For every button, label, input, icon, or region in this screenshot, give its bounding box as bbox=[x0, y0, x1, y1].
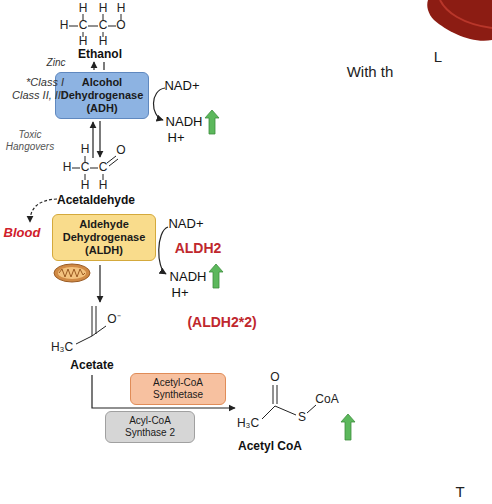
cofactor-label: NADH bbox=[170, 270, 207, 285]
cofactor-label: H+ bbox=[172, 286, 189, 301]
cofactor-arrow bbox=[159, 227, 168, 274]
arrow bbox=[93, 62, 94, 70]
toxicity-note: Toxic Hangovers bbox=[3, 129, 57, 152]
atom-symbol: C bbox=[81, 161, 90, 175]
atom-symbol: O bbox=[116, 19, 125, 33]
increase-arrows bbox=[205, 110, 355, 440]
enzyme-name: Alcohol Dehydrogenase (ADH) bbox=[60, 76, 144, 115]
bond bbox=[109, 159, 118, 166]
mitochondrion-outer bbox=[54, 264, 90, 282]
atom-symbol: H bbox=[79, 2, 88, 16]
acetyl-coa-bonds bbox=[262, 385, 316, 419]
enzyme-class-note: *Class I Class II, III bbox=[0, 76, 64, 101]
arrow bbox=[92, 122, 93, 158]
atom-symbol: CoA bbox=[315, 393, 338, 407]
atom-symbol: H bbox=[117, 2, 126, 16]
acetate-bonds bbox=[76, 306, 106, 344]
enzyme-box: Acetyl-CoA Synthetase bbox=[130, 373, 226, 405]
arrow bbox=[99, 265, 100, 302]
atom-symbol: H bbox=[99, 2, 108, 16]
atom-symbol: C bbox=[79, 19, 88, 33]
bond bbox=[108, 26, 116, 27]
isoform-label: ALDH2 bbox=[175, 240, 222, 256]
atom-symbol: O bbox=[116, 144, 125, 158]
cofactor-label: H+ bbox=[168, 131, 185, 146]
arrow bbox=[99, 121, 100, 157]
bond bbox=[277, 385, 278, 404]
atom-symbol: S bbox=[298, 411, 306, 425]
bond bbox=[72, 168, 80, 169]
cofactor-label: NAD+ bbox=[164, 79, 199, 94]
destination-label: Blood bbox=[4, 226, 41, 241]
enzyme-box: Alcohol Dehydrogenase (ADH) bbox=[55, 72, 149, 119]
atom-symbol: H bbox=[63, 161, 72, 175]
atom-symbol: H bbox=[99, 35, 108, 49]
enzyme-name: Aldehyde Dehydrogenase (ALDH) bbox=[57, 218, 151, 257]
bond bbox=[76, 336, 92, 344]
molecule-name: Acetaldehyde bbox=[57, 194, 135, 208]
atom-symbol: H bbox=[79, 35, 88, 49]
liver-highlight bbox=[440, 0, 492, 28]
increase-arrow bbox=[205, 110, 219, 134]
molecule-name: Ethanol bbox=[78, 48, 122, 62]
atom-symbol: O bbox=[270, 371, 279, 385]
atom-symbol: C bbox=[99, 161, 108, 175]
atom-symbol: H bbox=[60, 19, 69, 33]
molecule-name: Acetate bbox=[70, 359, 113, 373]
enzyme-name: Acyl-CoA Synthase 2 bbox=[110, 415, 190, 439]
mitochondrion-inner bbox=[58, 267, 86, 279]
liver-image bbox=[427, 0, 492, 41]
molecule-name: Acetyl CoA bbox=[238, 440, 302, 454]
cofactor-label: NADH bbox=[166, 115, 203, 130]
bond bbox=[273, 385, 274, 404]
cropped-text: With th bbox=[347, 63, 394, 80]
mitochondrion-cristae bbox=[59, 269, 85, 277]
bond bbox=[92, 306, 93, 336]
atom-symbol: H bbox=[81, 143, 90, 157]
atom-symbol: C bbox=[99, 19, 108, 33]
bond bbox=[90, 168, 98, 169]
enzyme-box: Aldehyde Dehydrogenase (ALDH) bbox=[52, 214, 156, 261]
cofactor-label: NAD+ bbox=[168, 217, 203, 232]
atom-symbol: H bbox=[81, 179, 90, 193]
cropped-text: T bbox=[455, 483, 464, 500]
arrow bbox=[103, 62, 104, 70]
cofactor-arrow bbox=[153, 88, 165, 120]
variant-label: (ALDH2*2) bbox=[187, 314, 256, 330]
enzyme-name: Acetyl-CoA Synthetase bbox=[135, 377, 221, 401]
ethanol-bonds bbox=[69, 14, 121, 37]
acetaldehyde-bonds bbox=[72, 156, 118, 180]
reaction-arrows bbox=[30, 62, 235, 408]
atom-symbol: O⁻ bbox=[107, 313, 120, 327]
cofactor-note: Zinc bbox=[47, 57, 66, 69]
increase-arrow bbox=[341, 414, 355, 440]
bond bbox=[262, 406, 275, 419]
mitochondrion-icon bbox=[54, 264, 90, 282]
enzyme-box: Acyl-CoA Synthase 2 bbox=[105, 411, 195, 443]
bond bbox=[275, 406, 296, 415]
bond bbox=[96, 306, 97, 334]
bond bbox=[88, 26, 98, 27]
atom-symbol: H₃C bbox=[51, 341, 73, 355]
cropped-text: L bbox=[434, 48, 442, 65]
atom-symbol: H₃C bbox=[237, 417, 259, 431]
atom-symbol: H bbox=[99, 179, 108, 193]
bond bbox=[69, 26, 78, 27]
bond bbox=[92, 326, 106, 336]
increase-arrow bbox=[209, 264, 223, 288]
bond bbox=[307, 405, 316, 413]
